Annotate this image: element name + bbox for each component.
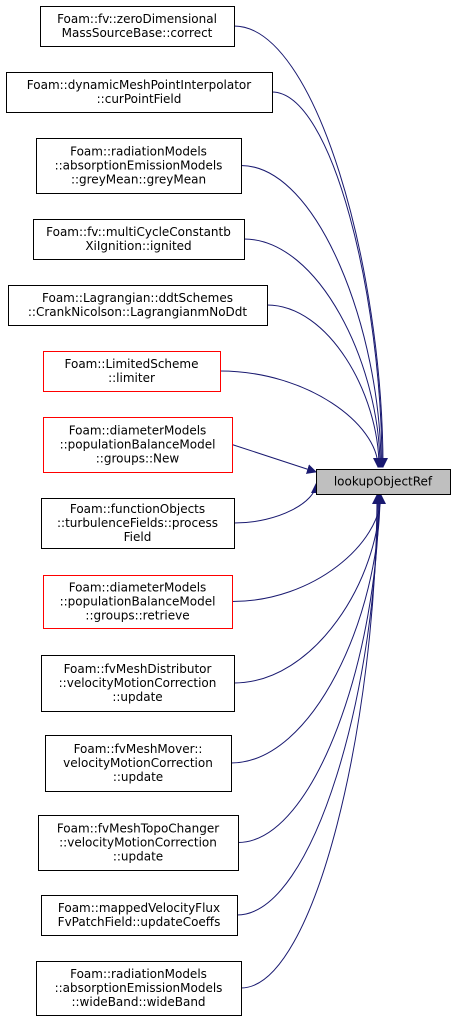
caller-node-1[interactable]: Foam::dynamicMeshPointInterpolator::curP… — [6, 72, 273, 113]
call-edge-1 — [271, 91, 387, 468]
caller-node-0-box — [40, 6, 235, 47]
caller-node-8-label-line: ::populationBalanceModel — [60, 595, 216, 609]
caller-node-5-label-line: ::limiter — [108, 371, 155, 385]
caller-node-7-label-line: Foam::functionObjects — [70, 502, 205, 516]
caller-node-6-label-line: ::groups::New — [96, 452, 180, 466]
caller-node-10-label-line: velocityMotionCorrection — [63, 756, 213, 770]
caller-node-11[interactable]: Foam::fvMeshTopoChanger::velocityMotionC… — [38, 815, 239, 871]
target-node-lookupObjectRef-box — [316, 469, 451, 495]
caller-node-3-label-line: Foam::fv::multiCycleConstantb — [46, 225, 231, 239]
caller-node-7-box — [41, 498, 235, 549]
caller-node-4-box — [8, 285, 268, 326]
caller-node-9-label-line: ::velocityMotionCorrection — [59, 676, 217, 690]
call-edge-10 — [230, 494, 385, 764]
caller-node-6[interactable]: Foam::diameterModels::populationBalanceM… — [43, 417, 233, 473]
caller-node-13-label-line: ::absorptionEmissionModels — [55, 981, 223, 995]
caller-node-0-label-line: Foam::fv::zeroDimensional — [57, 12, 217, 26]
caller-node-2-label-line: ::absorptionEmissionModels — [55, 159, 223, 173]
caller-node-10-label-line: ::update — [113, 770, 163, 784]
caller-node-10-label-line: Foam::fvMeshMover:: — [74, 742, 203, 756]
caller-node-9[interactable]: Foam::fvMeshDistributor::velocityMotionC… — [41, 655, 235, 712]
caller-node-3-label-line: XiIgnition::ignited — [85, 239, 191, 253]
caller-node-7-label-line: ::turbulenceFields::process — [57, 516, 218, 530]
caller-node-5-label-line: Foam::LimitedScheme — [65, 357, 199, 371]
caller-node-4[interactable]: Foam::Lagrangian::ddtSchemes::CrankNicol… — [8, 285, 268, 326]
target-node-lookupObjectRef-label-line: lookupObjectRef — [334, 475, 433, 489]
call-edge-0 — [233, 25, 388, 468]
caller-node-7-label-line: Field — [124, 530, 152, 544]
call-edge-5 — [219, 370, 383, 468]
caller-node-13[interactable]: Foam::radiationModels::absorptionEmissio… — [36, 961, 242, 1016]
caller-node-12-box — [41, 895, 238, 936]
caller-node-0[interactable]: Foam::fv::zeroDimensionalMassSourceBase:… — [40, 6, 235, 47]
caller-node-2-label-line: Foam::radiationModels — [70, 145, 207, 159]
caller-node-1-box — [6, 72, 273, 113]
caller-node-12[interactable]: Foam::mappedVelocityFluxFvPatchField::up… — [41, 895, 238, 936]
call-edge-6 — [231, 444, 317, 474]
caller-node-7[interactable]: Foam::functionObjects::turbulenceFields:… — [41, 498, 235, 549]
caller-node-12-label-line: Foam::mappedVelocityFlux — [58, 901, 220, 915]
caller-node-13-label-line: ::wideBand::wideBand — [71, 995, 205, 1009]
caller-node-3-box — [33, 219, 245, 260]
caller-node-2-box — [36, 138, 242, 194]
caller-node-10-box — [45, 735, 232, 792]
call-edge-9 — [233, 494, 385, 684]
caller-node-4-label-line: Foam::Lagrangian::ddtSchemes — [42, 291, 233, 305]
call-edge-13 — [240, 494, 382, 989]
caller-node-0-label-line: MassSourceBase::correct — [62, 26, 213, 40]
caller-node-8-label-line: Foam::diameterModels — [69, 581, 207, 595]
nodes-layer: Foam::fv::zeroDimensionalMassSourceBase:… — [6, 6, 451, 1016]
caller-node-11-label-line: ::update — [113, 850, 163, 864]
caller-node-8-label-line: ::groups::retrieve — [85, 609, 189, 623]
caller-node-11-label-line: ::velocityMotionCorrection — [59, 836, 217, 850]
caller-node-6-box — [43, 417, 233, 473]
caller-node-9-label-line: ::update — [112, 690, 162, 704]
call-edge-7 — [233, 483, 321, 524]
caller-node-9-label-line: Foam::fvMeshDistributor — [64, 662, 212, 676]
caller-node-1-label-line: Foam::dynamicMeshPointInterpolator — [27, 78, 251, 92]
caller-node-3[interactable]: Foam::fv::multiCycleConstantbXiIgnition:… — [33, 219, 245, 260]
caller-node-6-label-line: Foam::diameterModels — [69, 424, 207, 438]
caller-node-11-box — [38, 815, 239, 871]
caller-node-5[interactable]: Foam::LimitedScheme::limiter — [43, 351, 221, 392]
call-edge-12 — [236, 494, 383, 916]
edges-layer — [219, 25, 388, 989]
caller-node-10[interactable]: Foam::fvMeshMover::velocityMotionCorrect… — [45, 735, 232, 792]
caller-node-8[interactable]: Foam::diameterModels::populationBalanceM… — [43, 575, 233, 629]
call-edge-8 — [231, 494, 386, 602]
caller-node-13-label-line: Foam::radiationModels — [70, 967, 207, 981]
caller-node-6-label-line: ::populationBalanceModel — [60, 438, 216, 452]
caller-node-2-label-line: ::greyMean::greyMean — [71, 173, 206, 187]
caller-node-8-box — [43, 575, 233, 629]
caller-node-13-box — [36, 961, 242, 1016]
call-edge-2 — [240, 165, 386, 468]
caller-node-1-label-line: ::curPointField — [97, 92, 182, 106]
call-edge-3 — [243, 238, 385, 468]
caller-node-2[interactable]: Foam::radiationModels::absorptionEmissio… — [36, 138, 242, 194]
caller-node-12-label-line: FvPatchField::updateCoeffs — [58, 915, 221, 929]
call-edge-4 — [266, 304, 384, 468]
caller-node-11-label-line: Foam::fvMeshTopoChanger — [57, 822, 219, 836]
caller-node-4-label-line: ::CrankNicolson::LagrangianmNoDdt — [28, 305, 248, 319]
caller-node-5-box — [43, 351, 221, 392]
target-node-lookupObjectRef[interactable]: lookupObjectRef — [316, 469, 451, 495]
caller-node-9-box — [41, 655, 235, 712]
